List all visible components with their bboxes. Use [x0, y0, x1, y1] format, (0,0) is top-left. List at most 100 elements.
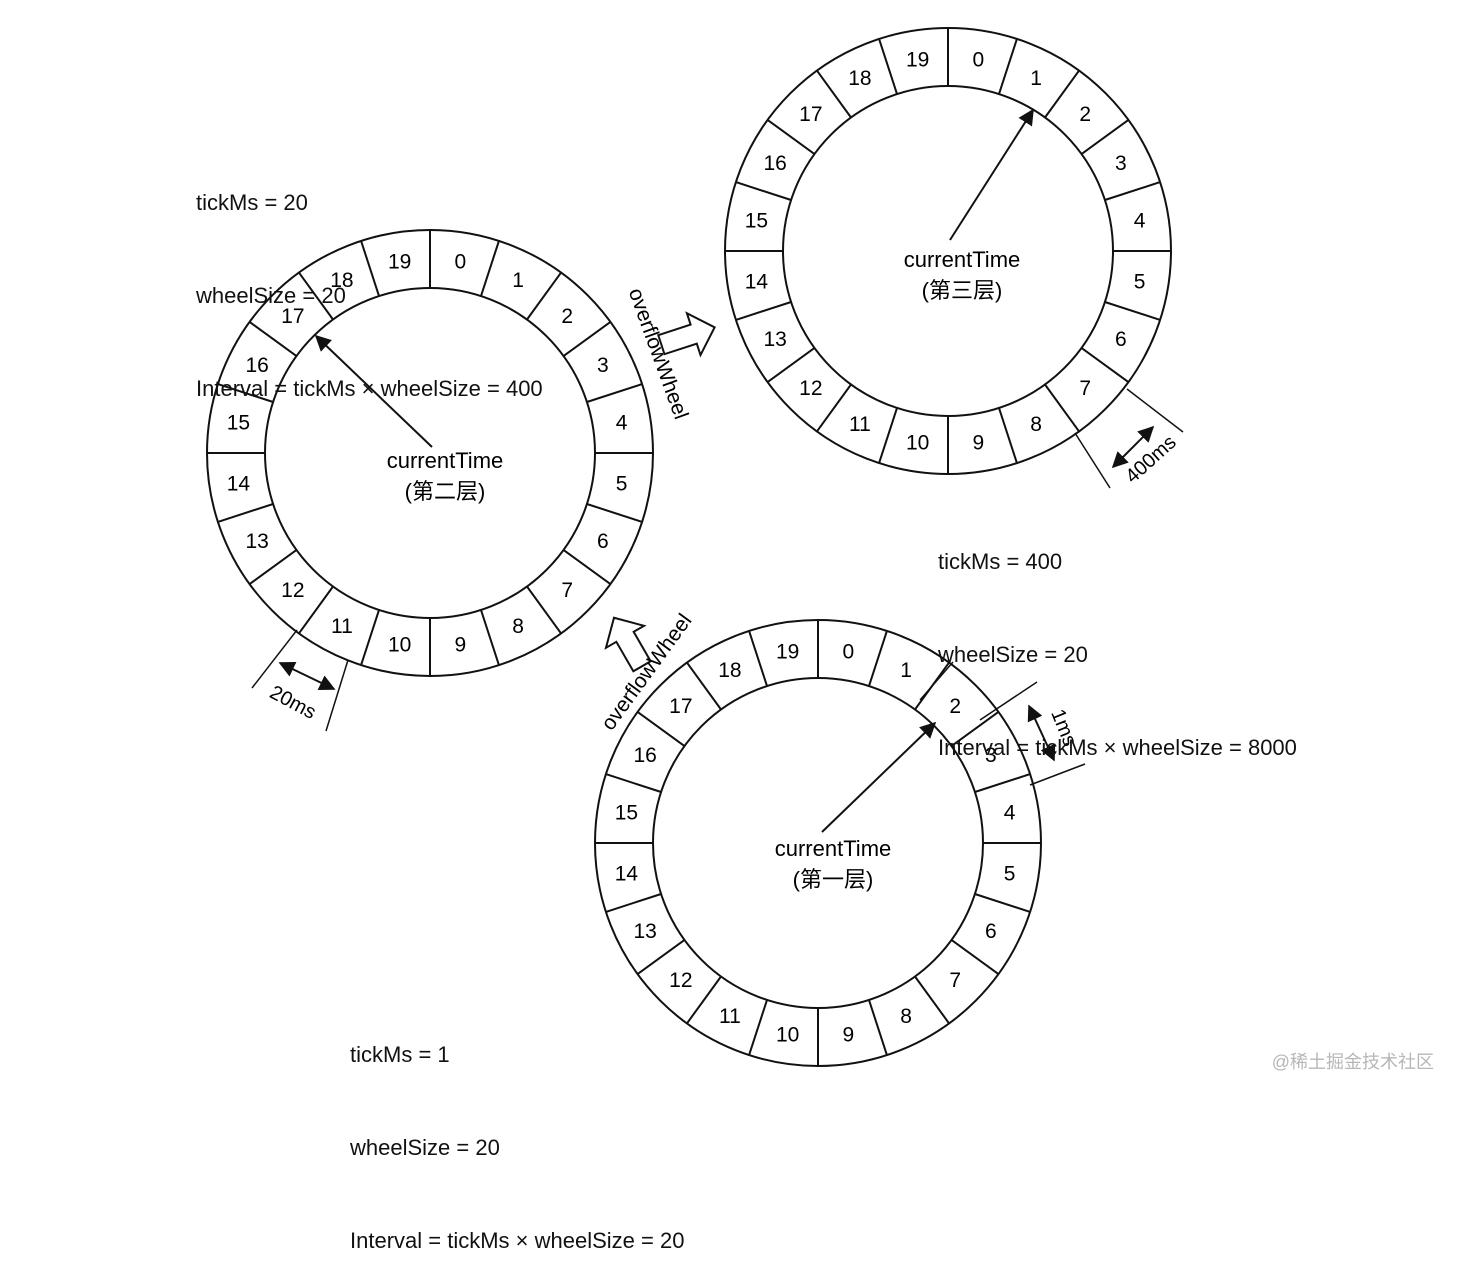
slot-divider — [767, 119, 816, 155]
slot-label: 18 — [718, 659, 741, 682]
slot-label: 9 — [843, 1024, 855, 1047]
slot-label: 3 — [1115, 152, 1127, 175]
slot-divider — [1080, 119, 1129, 155]
slot-label: 5 — [1004, 862, 1016, 885]
params-layer-2: tickMs = 20 wheelSize = 20 Interval = ti… — [196, 125, 543, 435]
current-time-pointer — [821, 721, 937, 833]
slot-label: 15 — [615, 802, 638, 825]
layer-label: (第二层) — [405, 479, 486, 504]
slot-divider — [480, 609, 500, 666]
slot-divider — [586, 503, 643, 523]
slot-label: 13 — [245, 530, 268, 553]
slot-divider — [816, 383, 852, 432]
slot-divider — [562, 549, 611, 585]
slot-label: 15 — [227, 412, 250, 435]
slot-label: 17 — [799, 103, 822, 126]
slot-divider — [217, 383, 274, 403]
slot-label: 4 — [616, 412, 628, 435]
slot-divider — [878, 407, 898, 464]
slot-label: 7 — [949, 969, 961, 992]
slot-divider — [816, 70, 852, 119]
slot-label: 11 — [331, 615, 353, 638]
center-label: currentTime — [904, 247, 1021, 272]
slot-label: 3 — [985, 744, 997, 767]
slot-divider — [950, 939, 999, 975]
tick-boundary-line — [251, 629, 298, 689]
slot-divider — [1080, 347, 1129, 383]
params-layer-1: tickMs = 1 wheelSize = 20 Interval = tic… — [350, 977, 684, 1287]
slot-divider — [868, 630, 888, 687]
overflow-label: overflowWheel — [624, 285, 693, 422]
slot-label: 12 — [669, 969, 692, 992]
slot-label: 11 — [849, 413, 871, 436]
slot-divider — [480, 240, 500, 297]
tick-span-arrow — [1111, 425, 1155, 469]
slot-label: 10 — [776, 1024, 799, 1047]
slot-label: 4 — [1134, 210, 1146, 233]
slot-label: 3 — [597, 354, 609, 377]
slot-label: 5 — [1134, 270, 1146, 293]
slot-label: 9 — [973, 432, 985, 455]
slot-divider — [735, 301, 792, 321]
slot-label: 1 — [1030, 67, 1042, 90]
slot-label: 16 — [763, 152, 786, 175]
slot-divider — [605, 893, 662, 913]
slot-divider — [748, 999, 768, 1056]
param-line: tickMs = 400 — [938, 549, 1063, 574]
slot-label: 14 — [615, 862, 639, 885]
slot-label: 2 — [1079, 103, 1091, 126]
slot-label: 1 — [900, 659, 912, 682]
param-line: wheelSize = 20 — [350, 1135, 500, 1160]
overflow-arrow-icon — [604, 616, 653, 673]
slot-divider — [974, 773, 1031, 793]
param-line: tickMs = 20 — [196, 190, 308, 215]
slot-divider — [878, 38, 898, 95]
slot-label: 12 — [281, 579, 304, 602]
slot-label: 11 — [719, 1005, 741, 1028]
slot-divider — [298, 585, 334, 634]
slot-label: 8 — [512, 615, 524, 638]
slot-divider — [360, 240, 380, 297]
slot-divider — [1104, 301, 1161, 321]
slot-label: 7 — [1079, 377, 1091, 400]
slot-label: 16 — [633, 744, 656, 767]
slot-label: 0 — [455, 250, 467, 273]
slot-label: 10 — [906, 432, 929, 455]
tick-boundary-line — [1029, 763, 1086, 786]
slot-divider — [526, 272, 562, 321]
slot-label: 13 — [763, 328, 786, 351]
param-line: tickMs = 1 — [350, 1042, 450, 1067]
slot-divider — [735, 181, 792, 201]
slot-label: 6 — [985, 920, 997, 943]
slot-divider — [1104, 181, 1161, 201]
tick-boundary-line — [1126, 388, 1184, 433]
slot-label: 7 — [561, 579, 573, 602]
slot-label: 19 — [906, 48, 929, 71]
slot-label: 17 — [669, 695, 692, 718]
slot-divider — [249, 549, 298, 585]
slot-label: 19 — [776, 640, 799, 663]
slot-divider — [562, 321, 611, 357]
slot-divider — [998, 407, 1018, 464]
slot-divider — [526, 585, 562, 634]
slot-divider — [586, 383, 643, 403]
center-label: currentTime — [775, 836, 892, 861]
slot-divider — [868, 999, 888, 1056]
param-line: wheelSize = 20 — [196, 283, 346, 308]
slot-label: 19 — [388, 250, 411, 273]
slot-label: 18 — [848, 67, 871, 90]
param-line: Interval = tickMs × wheelSize = 8000 — [938, 735, 1297, 760]
slot-label: 14 — [745, 270, 769, 293]
layer-label: (第三层) — [922, 278, 1003, 303]
slot-label: 9 — [455, 634, 467, 657]
slot-label: 2 — [949, 695, 961, 718]
slot-divider — [1044, 383, 1080, 432]
slot-label: 10 — [388, 634, 411, 657]
tick-span-arrow — [1027, 704, 1056, 762]
slot-divider — [998, 38, 1018, 95]
slot-divider — [914, 975, 950, 1024]
slot-label: 16 — [245, 354, 268, 377]
slot-divider — [360, 609, 380, 666]
slot-label: 15 — [745, 210, 768, 233]
